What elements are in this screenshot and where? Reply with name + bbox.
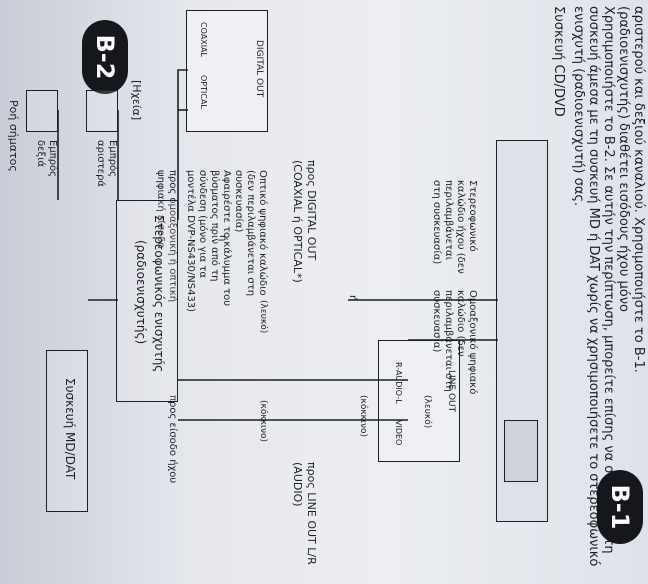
cable-line <box>177 69 188 220</box>
